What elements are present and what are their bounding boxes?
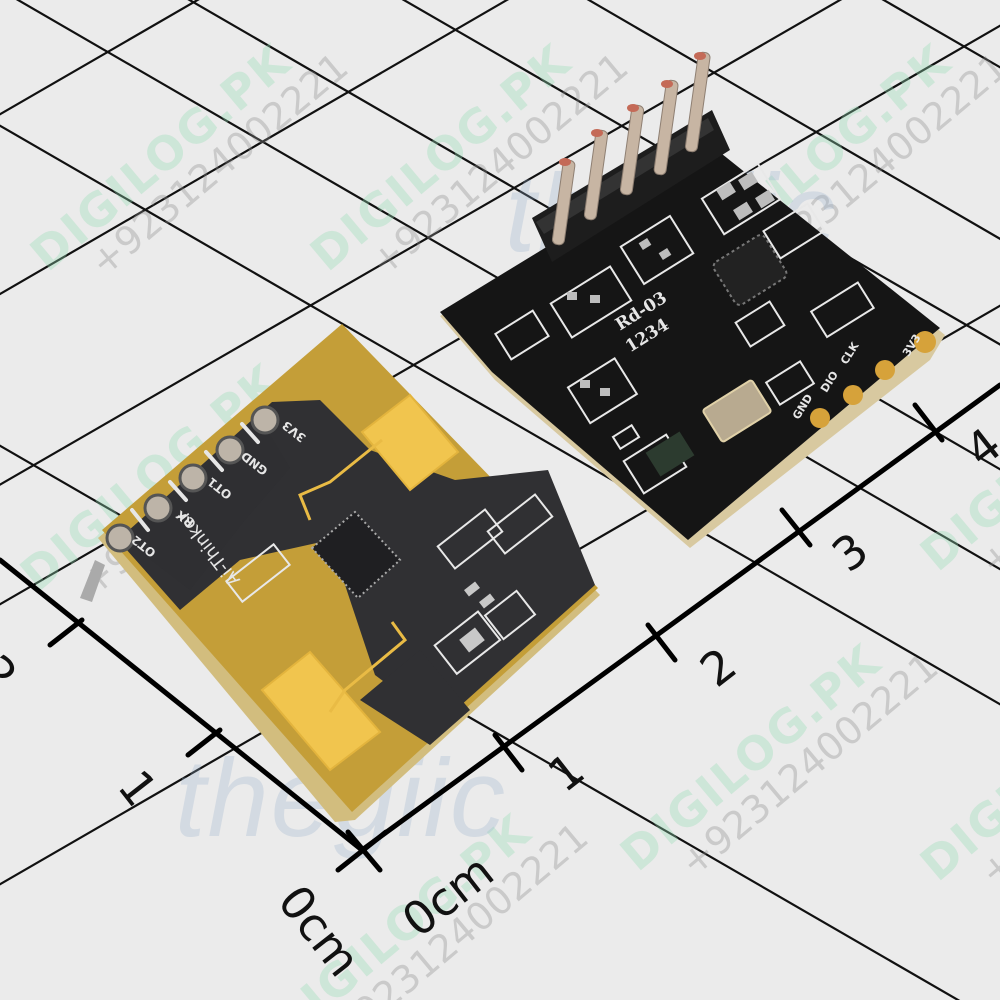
antenna-patch-bottom (260, 650, 382, 772)
radar-chip (310, 510, 402, 600)
antenna-patch-top (360, 393, 460, 492)
crystal (702, 379, 772, 443)
header-pads (810, 331, 936, 428)
qfn-chip (712, 234, 788, 306)
castellated-pins (105, 405, 280, 553)
pin-header (532, 51, 730, 262)
